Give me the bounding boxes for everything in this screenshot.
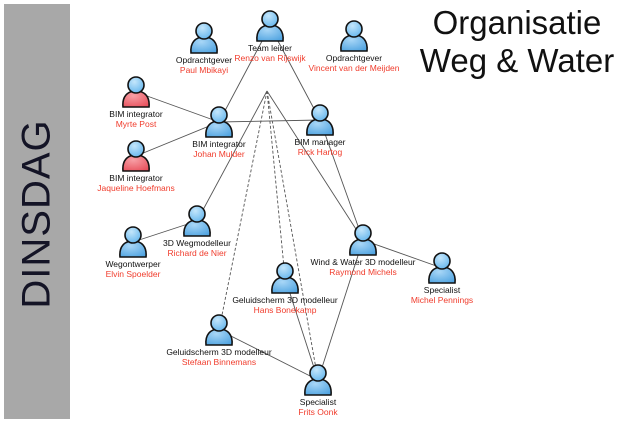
node-role: BIM integrator xyxy=(192,139,246,149)
node-role: BIM manager xyxy=(294,137,346,147)
node-role: Specialist xyxy=(423,285,461,295)
node-role: Geluidscherm 3D modelleur xyxy=(166,347,272,357)
node-person-name: Stefaan Binnemans xyxy=(181,357,257,367)
person-blue-icon xyxy=(238,363,398,397)
edge-hub-to-wind-water xyxy=(266,90,364,241)
person-red-icon xyxy=(56,75,216,109)
person-blue-icon xyxy=(240,103,400,137)
node-person-name: Vincent van der Meijden xyxy=(308,63,400,73)
person-blue-icon xyxy=(274,19,434,53)
node-person-name: Johan Mulder xyxy=(193,149,245,159)
edge-bim-manager-to-wind-water xyxy=(319,119,364,241)
person-blue-icon xyxy=(124,21,284,55)
node-person-name: Elvin Spoelder xyxy=(105,269,161,279)
edge-geluidscherm-stefaan-to-specialist-frits xyxy=(218,329,319,381)
edge-wind-water-to-specialist-frits xyxy=(317,239,364,381)
edge-geluidscherm-hans-to-specialist-frits xyxy=(284,277,319,381)
person-red-icon xyxy=(56,139,216,173)
edge-hub-to-geluidscherm-hans xyxy=(266,90,286,279)
node-person-name: Rick Hartog xyxy=(297,147,343,157)
title-line-2: Weg & Water xyxy=(419,42,615,79)
node-person-name: Frits Oonk xyxy=(298,407,338,417)
edge-hub-to-geluidscherm-stefaan xyxy=(218,90,268,331)
node-role: Specialist xyxy=(299,397,337,407)
person-blue-icon xyxy=(117,204,277,238)
day-sidebar: DINSDAG xyxy=(4,4,70,419)
person-blue-icon xyxy=(205,261,365,295)
node-role: 3D Wegmodelleur xyxy=(163,238,231,248)
node-role: BIM integrator xyxy=(109,109,163,119)
node-person-name: Michel Pennings xyxy=(410,295,474,305)
title-line-1: Organisatie xyxy=(432,4,602,41)
edge-wind-water-to-specialist-michel xyxy=(362,239,443,269)
person-blue-icon xyxy=(283,223,443,257)
person-blue-icon xyxy=(139,313,299,347)
page-title: Organisatie Weg & Water xyxy=(402,4,632,80)
node-role: Geluidscherm 3D modelleur xyxy=(232,295,338,305)
node-person-name: Renzo van Rijswijk xyxy=(234,53,306,63)
node-person-name: Jaqueline Hoefmans xyxy=(97,183,175,193)
edge-bim-integrator-myrte-to-bim-integrator-johan xyxy=(135,91,220,123)
node-person-name: Myrte Post xyxy=(115,119,157,129)
node-person-name: Richard de Nier xyxy=(167,248,227,258)
edge-bim-integrator-jaqueline-to-bim-integrator-johan xyxy=(135,121,220,157)
node-role: Team leider xyxy=(248,43,292,53)
node-role: BIM integrator xyxy=(109,173,163,183)
person-blue-icon xyxy=(139,105,299,139)
node-role: Opdrachtgever xyxy=(175,55,233,65)
person-blue-icon xyxy=(190,9,350,43)
node-person-name: Paul Mbikayi xyxy=(179,65,229,75)
person-blue-icon xyxy=(53,225,213,259)
node-person-name: Raymond Michels xyxy=(329,267,397,277)
node-person-name: Hans Bonekamp xyxy=(253,305,317,315)
node-role: Wegontwerper xyxy=(105,259,161,269)
edge-hub-to-3d-wegmodelleur xyxy=(196,90,268,222)
node-role: Wind & Water 3D modelleur xyxy=(310,257,416,267)
edge-team-leider-to-bim-integrator-johan xyxy=(218,25,271,123)
node-role: Opdrachtgever xyxy=(325,53,383,63)
edge-hub-to-specialist-frits xyxy=(266,90,319,381)
person-blue-icon xyxy=(362,251,522,285)
